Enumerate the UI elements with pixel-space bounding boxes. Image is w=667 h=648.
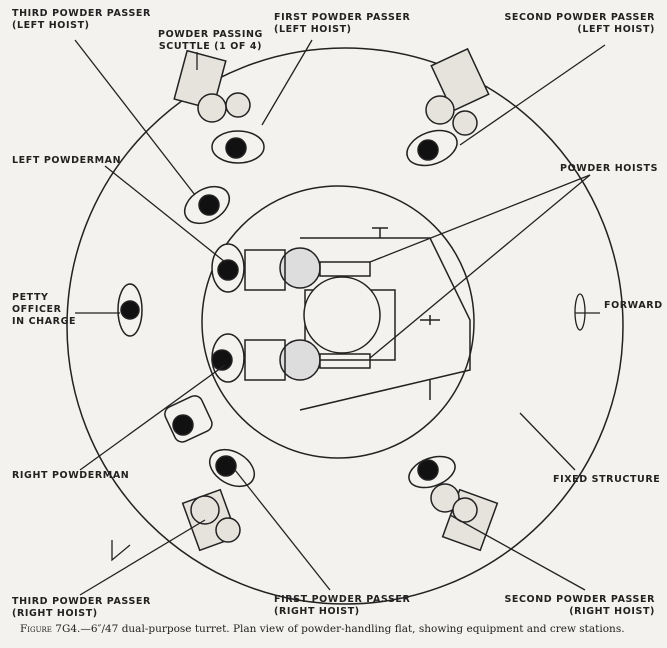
caption-text: —6″/47 dual-purpose turret. Plan view of… bbox=[80, 623, 625, 635]
label-line: (RIGHT HOIST) bbox=[569, 606, 655, 617]
label-line: THIRD POWDER PASSER bbox=[12, 596, 151, 607]
outer-fixed-structure-circle bbox=[66, 47, 624, 605]
label-line: IN CHARGE bbox=[12, 316, 77, 327]
label-powder-hoists: POWDER HOISTS bbox=[560, 163, 659, 174]
label-forward: FORWARD bbox=[604, 300, 663, 311]
powder-hoists-assembly bbox=[244, 227, 471, 411]
label-second-powder-passer-left: SECOND POWDER PASSER(LEFT HOIST) bbox=[504, 12, 655, 36]
label-fixed-structure: FIXED STRUCTURE bbox=[553, 474, 661, 485]
label-second-powder-passer-right: SECOND POWDER PASSER(RIGHT HOIST) bbox=[504, 594, 655, 618]
label-line: SECOND POWDER PASSER bbox=[504, 594, 655, 605]
label-first-powder-passer-left: FIRST POWDER PASSER(LEFT HOIST) bbox=[274, 12, 410, 36]
label-first-powder-passer-right: FIRST POWDER PASSER(RIGHT HOIST) bbox=[274, 594, 410, 618]
label-line: SCUTTLE (1 OF 4) bbox=[158, 41, 263, 52]
label-line: FIRST POWDER PASSER bbox=[274, 594, 411, 605]
label-third-powder-passer-right: THIRD POWDER PASSER(RIGHT HOIST) bbox=[12, 596, 151, 620]
label-line: POWDER PASSING bbox=[158, 29, 263, 40]
crew-stations bbox=[117, 129, 458, 489]
figure-caption: Figure 7G4.—6″/47 dual-purpose turret. P… bbox=[20, 623, 625, 635]
label-line: (LEFT HOIST) bbox=[274, 24, 352, 35]
powder-scuttles bbox=[173, 47, 499, 552]
label-line: (LEFT HOIST) bbox=[12, 20, 90, 31]
label-line: PETTY bbox=[12, 292, 49, 303]
label-line: (LEFT HOIST) bbox=[577, 24, 655, 35]
figure-number: Figure 7G4. bbox=[20, 623, 81, 635]
label-left-powderman: LEFT POWDERMAN bbox=[12, 155, 122, 166]
inner-rotating-circle bbox=[201, 185, 475, 459]
label-line: (RIGHT HOIST) bbox=[274, 606, 360, 617]
label-line: OFFICER bbox=[12, 304, 62, 315]
leader-lines bbox=[74, 39, 606, 596]
label-line: SECOND POWDER PASSER bbox=[504, 12, 655, 23]
label-line: THIRD POWDER PASSER bbox=[12, 8, 151, 19]
label-line: FIRST POWDER PASSER bbox=[274, 12, 411, 23]
label-right-powderman: RIGHT POWDERMAN bbox=[12, 470, 130, 481]
label-third-powder-passer-left: THIRD POWDER PASSER(LEFT HOIST) bbox=[12, 8, 151, 32]
label-line: (RIGHT HOIST) bbox=[12, 608, 98, 619]
